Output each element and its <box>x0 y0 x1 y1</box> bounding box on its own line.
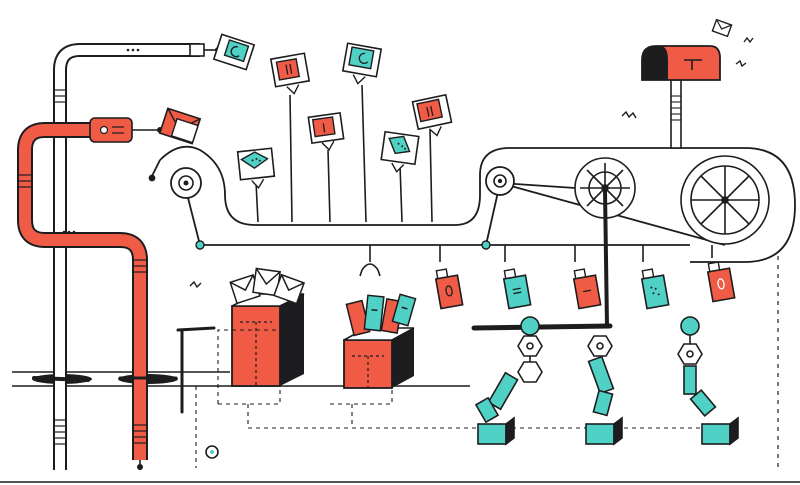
claw-envelope-red-1 <box>434 268 464 310</box>
pulley-left <box>170 167 202 199</box>
flying-letter <box>711 18 733 38</box>
envelope-red-1 <box>269 52 311 95</box>
box-right-envelopes <box>345 293 417 337</box>
claw-envelope-teal-2 <box>640 268 670 310</box>
box-red-left <box>231 293 305 387</box>
pipe-envelope-red <box>158 107 202 145</box>
robot-arm-3 <box>677 316 739 446</box>
envelope-teal-1 <box>341 42 383 85</box>
marker-strokes <box>32 188 613 414</box>
floating-envelopes <box>255 84 433 223</box>
sensor-dot-core <box>210 450 214 454</box>
white-pipe <box>53 43 205 470</box>
envelope-teal-2 <box>380 130 420 173</box>
hanging-claws <box>359 245 713 277</box>
red-pipe <box>17 117 148 470</box>
robot-arm-2 <box>585 335 623 446</box>
floor <box>0 371 800 483</box>
pulley-middle <box>485 166 515 196</box>
envelope-red-2 <box>307 111 345 151</box>
mailbox <box>641 45 721 149</box>
envelope-teal-3 <box>236 147 276 190</box>
envelope-red-3 <box>411 93 453 137</box>
claw-envelope-teal-1 <box>502 268 532 310</box>
pipe-envelope-teal <box>212 33 256 71</box>
box-red-right <box>343 327 415 389</box>
motion-squiggles <box>189 36 754 289</box>
dashed-guides <box>195 329 720 468</box>
robot-arm-1 <box>474 316 543 446</box>
wheel-large <box>680 155 770 245</box>
belt-nodes <box>195 240 491 250</box>
claw-envelope-red-3 <box>706 261 736 303</box>
claw-envelope-red-2 <box>572 268 602 310</box>
box-left-envelopes <box>229 267 306 305</box>
